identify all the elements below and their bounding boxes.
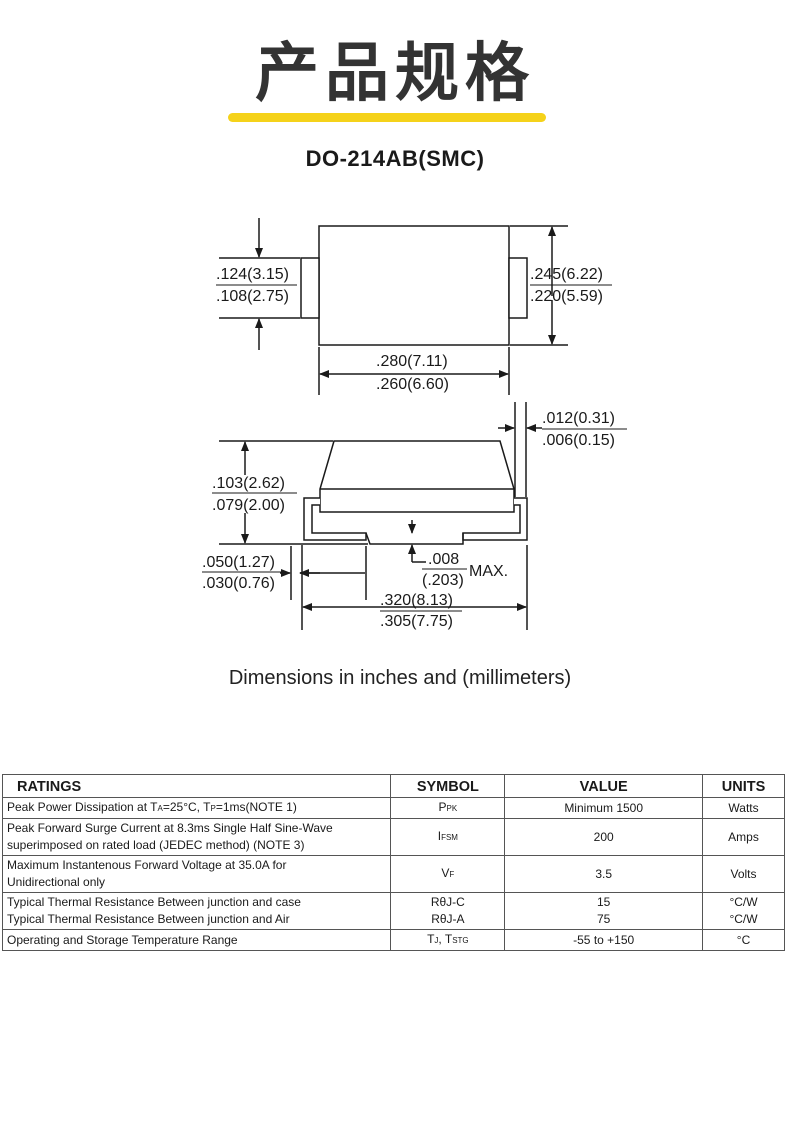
header-units: UNITS [702, 774, 785, 798]
value-surge-current: 200 [504, 818, 704, 856]
side-height-max-label: .103(2.62) [212, 475, 285, 492]
title-underline [228, 113, 546, 122]
unit-temperature-range: °C [702, 929, 785, 951]
standoff-mm-label: (.203) [422, 572, 464, 589]
side-view-labels: .012(0.31) .006(0.15) .103(2.62) .079(2.… [202, 410, 627, 630]
header-value: VALUE [504, 774, 704, 798]
side-view [219, 402, 542, 630]
rating-thermal-resistance: Typical Thermal Resistance Between junct… [1, 892, 392, 930]
symbol-ifsm: IFSM [390, 818, 506, 856]
value-peak-power: Minimum 1500 [504, 797, 704, 819]
table-row: Operating and Storage Temperature Range … [1, 929, 785, 951]
table-header-row: RATINGS SYMBOL VALUE UNITS [1, 774, 785, 798]
standoff-label: .008 [428, 551, 459, 568]
side-lead-left [303, 497, 367, 541]
package-title: DO-214AB(SMC) [305, 146, 485, 171]
header-symbol: SYMBOL [390, 774, 506, 798]
top-lead-left [300, 257, 320, 319]
rating-temperature-range: Operating and Storage Temperature Range [1, 929, 392, 951]
dimension-caption: Dimensions in inches and (millimeters) [228, 667, 572, 689]
header-ratings: RATINGS [1, 774, 392, 798]
top-length-min-label: .260(6.60) [376, 376, 449, 393]
top-lead-right [508, 257, 528, 319]
overall-length-max-label: .320(8.13) [380, 592, 453, 609]
lead-length-min-label: .030(0.76) [202, 575, 275, 592]
side-body [319, 440, 515, 513]
ratings-table: RATINGS SYMBOL VALUE UNITS Peak Power Di… [1, 774, 785, 951]
side-height-min-label: .079(2.00) [212, 497, 285, 514]
standoff-max-label: MAX. [469, 563, 508, 580]
lead-length-max-label: .050(1.27) [202, 554, 275, 571]
value-forward-voltage: 3.5 [504, 855, 704, 893]
top-body [318, 225, 510, 346]
top-height-max-label: .124(3.15) [216, 266, 289, 283]
rating-peak-power: Peak Power Dissipation at TA=25°C, TP=1m… [1, 797, 392, 819]
unit-forward-voltage: Volts [702, 855, 785, 893]
table-row: Peak Power Dissipation at TA=25°C, TP=1m… [1, 797, 785, 819]
top-height-min-label: .108(2.75) [216, 288, 289, 305]
lead-thickness-max-label: .012(0.31) [542, 410, 615, 427]
package-dimension-drawing: .124(3.15) .108(2.75) .245(6.22) .220(5.… [202, 218, 627, 630]
top-body-height-min-label: .220(5.59) [530, 288, 603, 305]
symbol-ppk: PPK [390, 797, 506, 819]
lead-thickness-min-label: .006(0.15) [542, 432, 615, 449]
top-body-height-max-label: .245(6.22) [530, 266, 603, 283]
rating-surge-current: Peak Forward Surge Current at 8.3ms Sing… [1, 818, 392, 856]
table-row: Typical Thermal Resistance Between junct… [1, 892, 785, 930]
overall-length-min-label: .305(7.75) [380, 613, 453, 630]
table-row: Peak Forward Surge Current at 8.3ms Sing… [1, 818, 785, 856]
page-title: 产品规格 [255, 37, 535, 111]
rating-forward-voltage: Maximum Instantenous Forward Voltage at … [1, 855, 392, 893]
value-temperature-range: -55 to +150 [504, 929, 704, 951]
table-row: Maximum Instantenous Forward Voltage at … [1, 855, 785, 893]
top-length-max-label: .280(7.11) [376, 353, 448, 370]
unit-surge-current: Amps [702, 818, 785, 856]
symbol-tj-tstg: TJ, TSTG [390, 929, 506, 951]
unit-peak-power: Watts [702, 797, 785, 819]
unit-thermal-resistance: °C/W°C/W [702, 892, 785, 930]
top-view-labels: .124(3.15) .108(2.75) .245(6.22) .220(5.… [216, 266, 612, 393]
symbol-vf: VF [390, 855, 506, 893]
